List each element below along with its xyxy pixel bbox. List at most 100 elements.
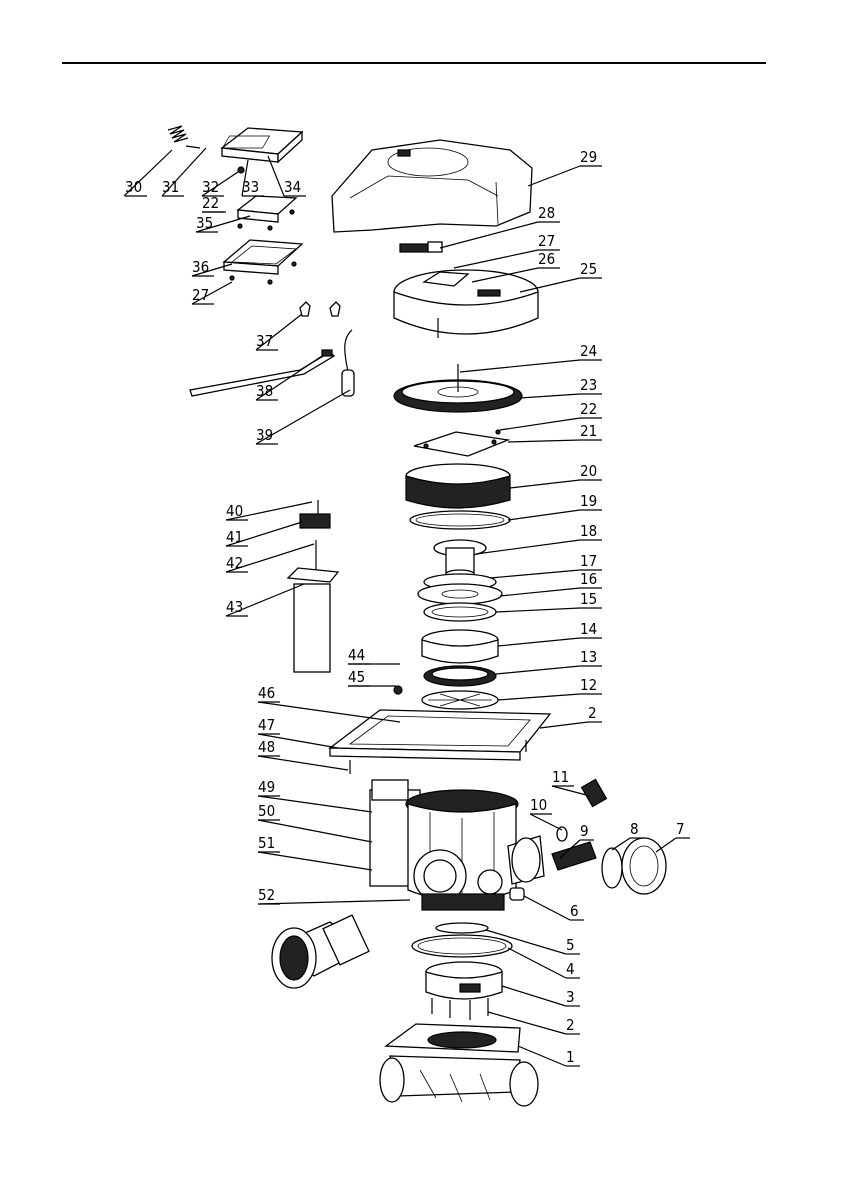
leader-line-c10 — [530, 814, 562, 830]
leader-line-c48 — [258, 756, 348, 770]
callout-label-c23: 23 — [580, 376, 597, 394]
o-ring-part-19 — [410, 511, 510, 529]
oring-part-10 — [557, 827, 567, 841]
callout-label-c12: 12 — [580, 676, 597, 694]
callout-label-c38: 38 — [256, 382, 273, 400]
callout-label-c15: 15 — [580, 590, 597, 608]
leader-line-c14 — [498, 638, 580, 646]
callout-label-c50: 50 — [258, 802, 275, 820]
callout-label-c21: 21 — [580, 422, 597, 440]
frame-part-36 — [224, 240, 302, 284]
callout-label-c31: 31 — [162, 178, 179, 196]
callout-label-c40: 40 — [226, 502, 243, 520]
callout-label-c16: 16 — [580, 570, 597, 588]
callout-label-c1: 1 — [566, 1048, 575, 1066]
callout-label-c47: 47 — [258, 716, 275, 734]
leader-line-c20 — [510, 480, 580, 488]
leader-line-c3 — [502, 986, 566, 1006]
callout-label-c33: 33 — [242, 178, 259, 196]
drum-part-20 — [406, 464, 510, 508]
callout-label-c29: 29 — [580, 148, 597, 166]
pcb-part-35 — [238, 196, 296, 230]
callout-label-c4: 4 — [566, 960, 575, 978]
disk-part-13 — [424, 666, 496, 686]
nut-part-7 — [622, 838, 666, 894]
callout-label-c49: 49 — [258, 778, 275, 796]
gasket-part-12 — [422, 691, 498, 709]
top-cover-part-29 — [332, 140, 532, 232]
leader-line-c19 — [508, 510, 580, 520]
leader-line-c4 — [508, 948, 566, 978]
callout-label-c7: 7 — [676, 820, 685, 838]
callout-label-c46: 46 — [258, 684, 275, 702]
sensor-part-39 — [342, 330, 354, 396]
callout-label-c10: 10 — [530, 796, 547, 814]
callout-label-c36: 36 — [192, 258, 209, 276]
leader-line-c21 — [508, 440, 580, 442]
callout-label-c8: 8 — [630, 820, 639, 838]
leader-line-c51 — [258, 852, 372, 870]
callout-label-c39: 39 — [256, 426, 273, 444]
callout-label-c19: 19 — [580, 492, 597, 510]
callout-label-c3: 3 — [566, 988, 575, 1006]
leader-line-c27b — [454, 250, 538, 268]
callout-label-c11: 11 — [552, 768, 569, 786]
callout-label-c25: 25 — [580, 260, 597, 278]
callout-label-c24: 24 — [580, 342, 597, 360]
callout-label-c37: 37 — [256, 332, 273, 350]
callout-label-c18: 18 — [580, 522, 597, 540]
plug-part-6 — [510, 888, 524, 900]
main-gear-part-23 — [394, 364, 522, 412]
disk-part-14 — [422, 630, 498, 663]
callout-label-c2a: 2 — [588, 704, 597, 722]
plate-part-21 — [414, 430, 508, 456]
callout-label-c27a: 27 — [192, 286, 209, 304]
spring-part-30 — [168, 126, 200, 148]
leader-line-c16 — [500, 588, 580, 596]
callout-label-c13: 13 — [580, 648, 597, 666]
seal-part-17-16 — [418, 574, 502, 604]
display-cover-part-34 — [222, 128, 302, 162]
leader-line-c17 — [490, 570, 580, 578]
callout-label-c27b: 27 — [538, 232, 555, 250]
leader-line-c18 — [476, 540, 580, 554]
leader-line-c22b — [500, 418, 580, 430]
leader-line-c15 — [496, 608, 580, 612]
callout-label-c20: 20 — [580, 462, 597, 480]
collar-part-3 — [426, 962, 502, 999]
leader-line-c12 — [498, 694, 580, 700]
callout-label-c5: 5 — [566, 936, 575, 954]
leader-line-c52 — [258, 900, 410, 904]
leader-line-c2a — [540, 722, 588, 728]
callout-label-c26: 26 — [538, 250, 555, 268]
callout-label-c35: 35 — [196, 214, 213, 232]
oring-part-8 — [602, 848, 622, 888]
oring-part-4 — [412, 935, 512, 957]
motor-part-43 — [288, 500, 338, 672]
callout-label-c48: 48 — [258, 738, 275, 756]
callout-label-c6: 6 — [570, 902, 579, 920]
callout-label-c17: 17 — [580, 552, 597, 570]
ring-part-15 — [424, 603, 496, 621]
callout-label-c52: 52 — [258, 886, 275, 904]
leader-line-c24 — [460, 360, 580, 372]
leader-line-c6 — [524, 896, 570, 920]
oring-part-5 — [436, 923, 488, 933]
callout-label-c14: 14 — [580, 620, 597, 638]
callout-label-c22b: 22 — [580, 400, 597, 418]
housing-part-25 — [394, 270, 538, 338]
screw-part-32 — [238, 167, 244, 173]
clips-part-37 — [300, 302, 340, 316]
callout-label-c51: 51 — [258, 834, 275, 852]
callout-label-c30: 30 — [125, 178, 142, 196]
leader-line-c23 — [520, 394, 580, 398]
callout-label-c34: 34 — [284, 178, 301, 196]
callout-label-c41: 41 — [226, 528, 243, 546]
leader-line-c13 — [496, 666, 580, 674]
leader-line-c29 — [528, 166, 580, 186]
callout-label-c2b: 2 — [566, 1016, 575, 1034]
base-manifold-part-1 — [380, 1024, 538, 1106]
callout-label-c9: 9 — [580, 822, 589, 840]
callout-label-c42: 42 — [226, 554, 243, 572]
